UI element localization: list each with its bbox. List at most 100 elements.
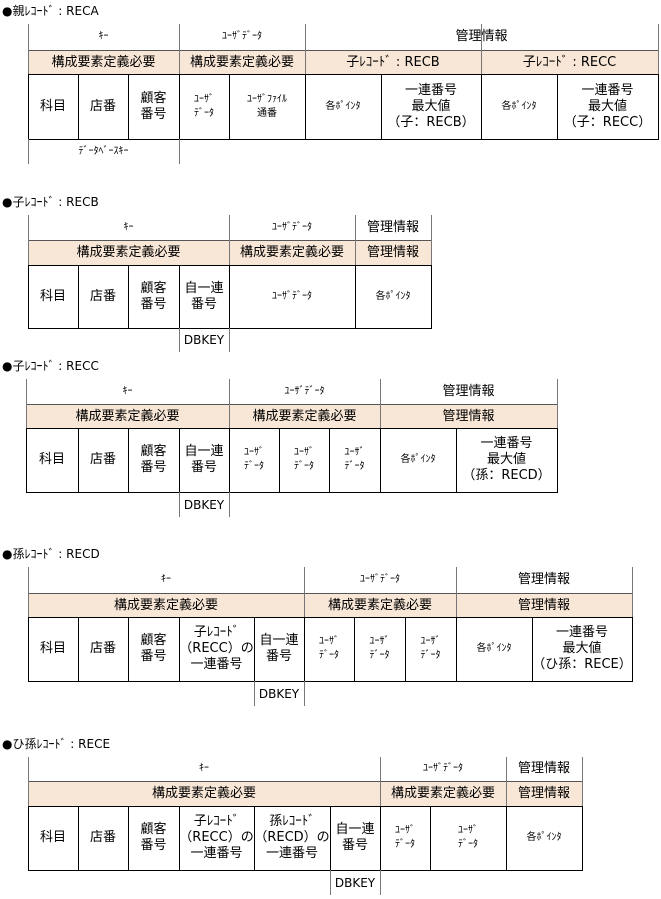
field-divider — [28, 265, 29, 328]
field-cell: 自一連 番号 — [184, 444, 224, 475]
group-divider — [658, 24, 659, 74]
group-divider — [380, 757, 381, 806]
group-header: ﾕｰｻﾞﾃﾞｰﾀ — [304, 567, 456, 593]
field-top-line — [28, 74, 659, 75]
footer-divider — [179, 492, 180, 517]
field-cell: 店番 — [89, 288, 116, 304]
field-cell: 子ﾚｺｰﾄﾞ （RECC）の 一連番号 — [179, 625, 254, 672]
field-top-line — [28, 806, 583, 807]
footer-divider — [28, 139, 29, 164]
field-cell: 顧客 番号 — [140, 280, 167, 312]
field-cell: 各ﾎﾟｲﾝﾀ — [501, 100, 537, 112]
field-cell: 一連番号 最大値 （子：RECC） — [563, 82, 652, 130]
definition-band: 管理情報 — [355, 240, 431, 266]
field-divider — [254, 617, 255, 681]
field-divider — [179, 265, 180, 328]
footer-divider — [304, 681, 305, 706]
definition-band: 構成要素定義必要 — [28, 593, 304, 618]
key-footer-label: ﾃﾞｰﾀﾍﾞｰｽｷｰ — [78, 145, 129, 157]
definition-band: 構成要素定義必要 — [229, 404, 380, 429]
field-top-line — [26, 428, 558, 429]
field-divider — [304, 617, 305, 681]
group-divider — [305, 24, 306, 74]
field-divider — [78, 806, 79, 870]
definition-band: 構成要素定義必要 — [28, 240, 229, 266]
definition-band: 構成要素定義必要 — [304, 593, 456, 618]
group-header: ﾕｰｻﾞﾃﾞｰﾀ — [229, 215, 355, 240]
field-divider — [430, 806, 431, 870]
field-cell: 顧客 番号 — [140, 90, 167, 122]
field-cell: ﾕｰｻﾞ ﾃﾞｰﾀ — [244, 447, 264, 472]
group-divider — [28, 24, 29, 74]
field-cell: ﾕｰｻﾞ ﾃﾞｰﾀ — [369, 636, 390, 661]
field-divider — [26, 428, 27, 492]
group-header: ﾕｰｻﾞﾃﾞｰﾀ — [380, 757, 506, 781]
group-divider — [557, 379, 558, 428]
field-cell: 科目 — [39, 830, 66, 845]
field-divider — [456, 428, 457, 492]
definition-band: 子ﾚｺｰﾄﾞ : RECB — [305, 50, 481, 75]
definition-band: 構成要素定義必要 — [229, 240, 355, 266]
field-cell: 各ﾎﾟｲﾝﾀ — [476, 643, 512, 654]
field-cell: ﾕｰｻﾞﾌｧｲﾙ 通番 — [247, 93, 287, 119]
key-footer-label: DBKEY — [258, 686, 300, 701]
field-divider — [329, 428, 330, 492]
field-divider — [456, 617, 457, 681]
group-divider — [229, 215, 230, 265]
field-divider — [380, 806, 381, 870]
group-header: 管理情報 — [456, 567, 632, 593]
field-divider — [330, 806, 331, 870]
definition-band: 構成要素定義必要 — [28, 50, 179, 75]
field-cell: 科目 — [39, 641, 66, 656]
field-divider — [78, 74, 79, 139]
field-divider — [128, 428, 129, 492]
definition-band: 構成要素定義必要 — [179, 50, 305, 75]
key-footer-label: DBKEY — [334, 875, 376, 890]
table-bottom-line — [28, 328, 432, 329]
field-divider — [532, 617, 533, 681]
table-bottom-line — [28, 139, 659, 140]
field-cell: 孫ﾚｺｰﾄﾞ （RECD）の 一連番号 — [254, 814, 330, 861]
record-title: ●親ﾚｺｰﾄﾞ : RECA — [2, 4, 99, 18]
field-divider — [305, 74, 306, 139]
group-divider — [304, 567, 305, 617]
field-cell: 顧客 番号 — [140, 633, 167, 664]
table-bottom-line — [28, 681, 633, 682]
group-header: ｷｰ — [28, 215, 229, 240]
group-divider — [28, 567, 29, 617]
group-divider — [632, 567, 633, 617]
field-cell: 顧客 番号 — [140, 822, 167, 853]
footer-divider — [179, 139, 180, 164]
field-divider — [431, 265, 432, 328]
field-cell: ﾕｰｻﾞ ﾃﾞｰﾀ — [458, 825, 478, 850]
field-cell: ﾕｰｻﾞﾃﾞｰﾀ — [272, 290, 312, 302]
field-divider — [78, 265, 79, 328]
field-cell: 科目 — [39, 288, 66, 304]
group-divider — [456, 567, 457, 617]
field-cell: 店番 — [89, 452, 116, 467]
field-divider — [179, 74, 180, 139]
group-header: ｷｰ — [28, 24, 179, 50]
field-divider — [354, 617, 355, 681]
field-cell: ﾕｰｻﾞ ﾃﾞｰﾀ — [344, 447, 365, 472]
group-header: ﾕｰｻﾞﾃﾞｰﾀ — [179, 24, 305, 50]
record-title: ●子ﾚｺｰﾄﾞ : RECC — [2, 359, 99, 373]
field-cell: 顧客 番号 — [140, 444, 167, 475]
field-divider — [128, 74, 129, 139]
footer-divider — [330, 870, 331, 895]
field-cell: 店番 — [89, 98, 116, 114]
field-divider — [229, 74, 230, 139]
group-divider — [506, 757, 507, 806]
field-divider — [381, 74, 382, 139]
field-divider — [78, 428, 79, 492]
field-top-line — [28, 617, 633, 618]
definition-band: 管理情報 — [456, 593, 632, 618]
field-divider — [28, 74, 29, 139]
field-divider — [78, 617, 79, 681]
definition-band: 管理情報 — [506, 781, 582, 807]
field-cell: 一連番号 最大値 （ひ孫：RECE） — [532, 625, 632, 672]
field-cell: ﾕｰｻﾞ ﾃﾞｰﾀ — [395, 825, 415, 850]
field-divider — [557, 428, 558, 492]
group-divider — [380, 379, 381, 428]
field-cell: 一連番号 最大値 （孫：RECD） — [462, 436, 551, 483]
